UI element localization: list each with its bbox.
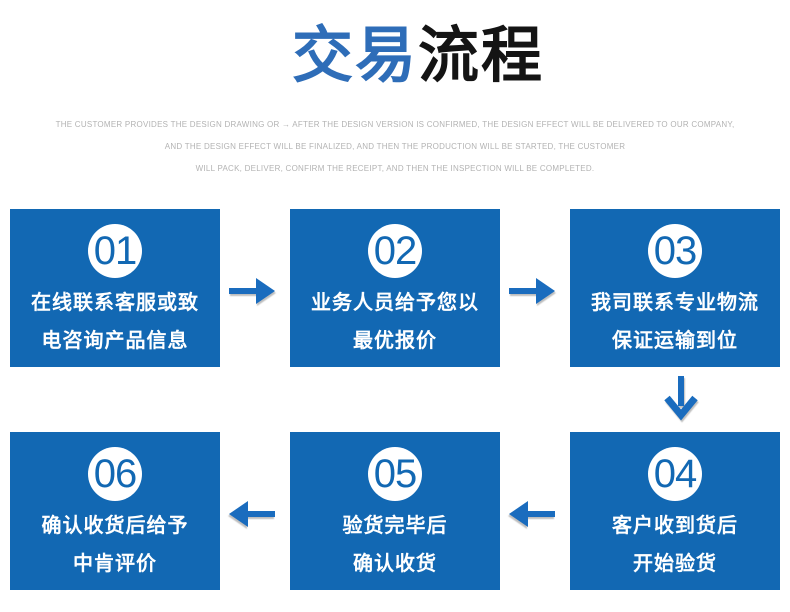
step-6-number-badge: 06 [88,447,142,501]
step-4-text-line-1: 客户收到货后 [612,515,738,537]
step-box-3: 03 我司联系专业物流 保证运输到位 [570,209,780,367]
step-1-text-line-2: 电咨询产品信息 [41,330,189,352]
step-box-6: 06 确认收货后给予 中肯评价 [10,432,220,590]
step-2-number: 02 [373,229,417,273]
subtitle-line-1: THE CUSTOMER PROVIDES THE DESIGN DRAWING… [55,120,735,129]
step-box-1: 01 在线联系客服或致 电咨询产品信息 [10,209,220,367]
step-2-number-badge: 02 [368,224,422,278]
step-6-text-line-2: 中肯评价 [73,553,157,575]
step-3-text-line-2: 保证运输到位 [612,330,738,352]
step-4-text-line-2: 开始验货 [633,553,717,575]
subtitle-line-3: WILL PACK, DELIVER, CONFIRM THE RECEIPT,… [195,164,595,173]
step-box-4: 04 客户收到货后 开始验货 [570,432,780,590]
step-box-5: 05 验货完毕后 确认收货 [290,432,500,590]
step-5-text-line-1: 验货完毕后 [342,515,448,537]
step-1-text-line-1: 在线联系客服或致 [31,292,199,314]
step-4-number-badge: 04 [648,447,702,501]
step-5-text-line-2: 确认收货 [353,553,437,575]
step-4-number: 04 [653,452,697,496]
subtitle: THE CUSTOMER PROVIDES THE DESIGN DRAWING… [0,114,790,180]
arrow-right-icon [509,273,555,309]
step-3-text-line-1: 我司联系专业物流 [591,292,759,314]
step-6-number: 06 [93,452,137,496]
title-blue-part: 交易 [291,21,418,89]
arrow-left-icon [509,496,555,532]
step-1-number: 01 [93,229,137,273]
arrow-left-icon [229,496,275,532]
step-3-number-badge: 03 [648,224,702,278]
title-black-part: 流程 [418,21,545,89]
step-box-2: 02 业务人员给予您以 最优报价 [290,209,500,367]
step-5-number: 05 [373,452,417,496]
arrow-down-icon [663,376,699,422]
step-2-text-line-1: 业务人员给予您以 [311,292,479,314]
step-1-number-badge: 01 [88,224,142,278]
step-6-text-line-1: 确认收货后给予 [41,515,189,537]
step-5-number-badge: 05 [368,447,422,501]
step-3-number: 03 [653,229,697,273]
step-2-text-line-2: 最优报价 [353,330,437,352]
subtitle-line-2: AND THE DESIGN EFFECT WILL BE FINALIZED,… [164,142,626,151]
arrow-right-icon [229,273,275,309]
page-title: 交易流程 [0,20,790,90]
